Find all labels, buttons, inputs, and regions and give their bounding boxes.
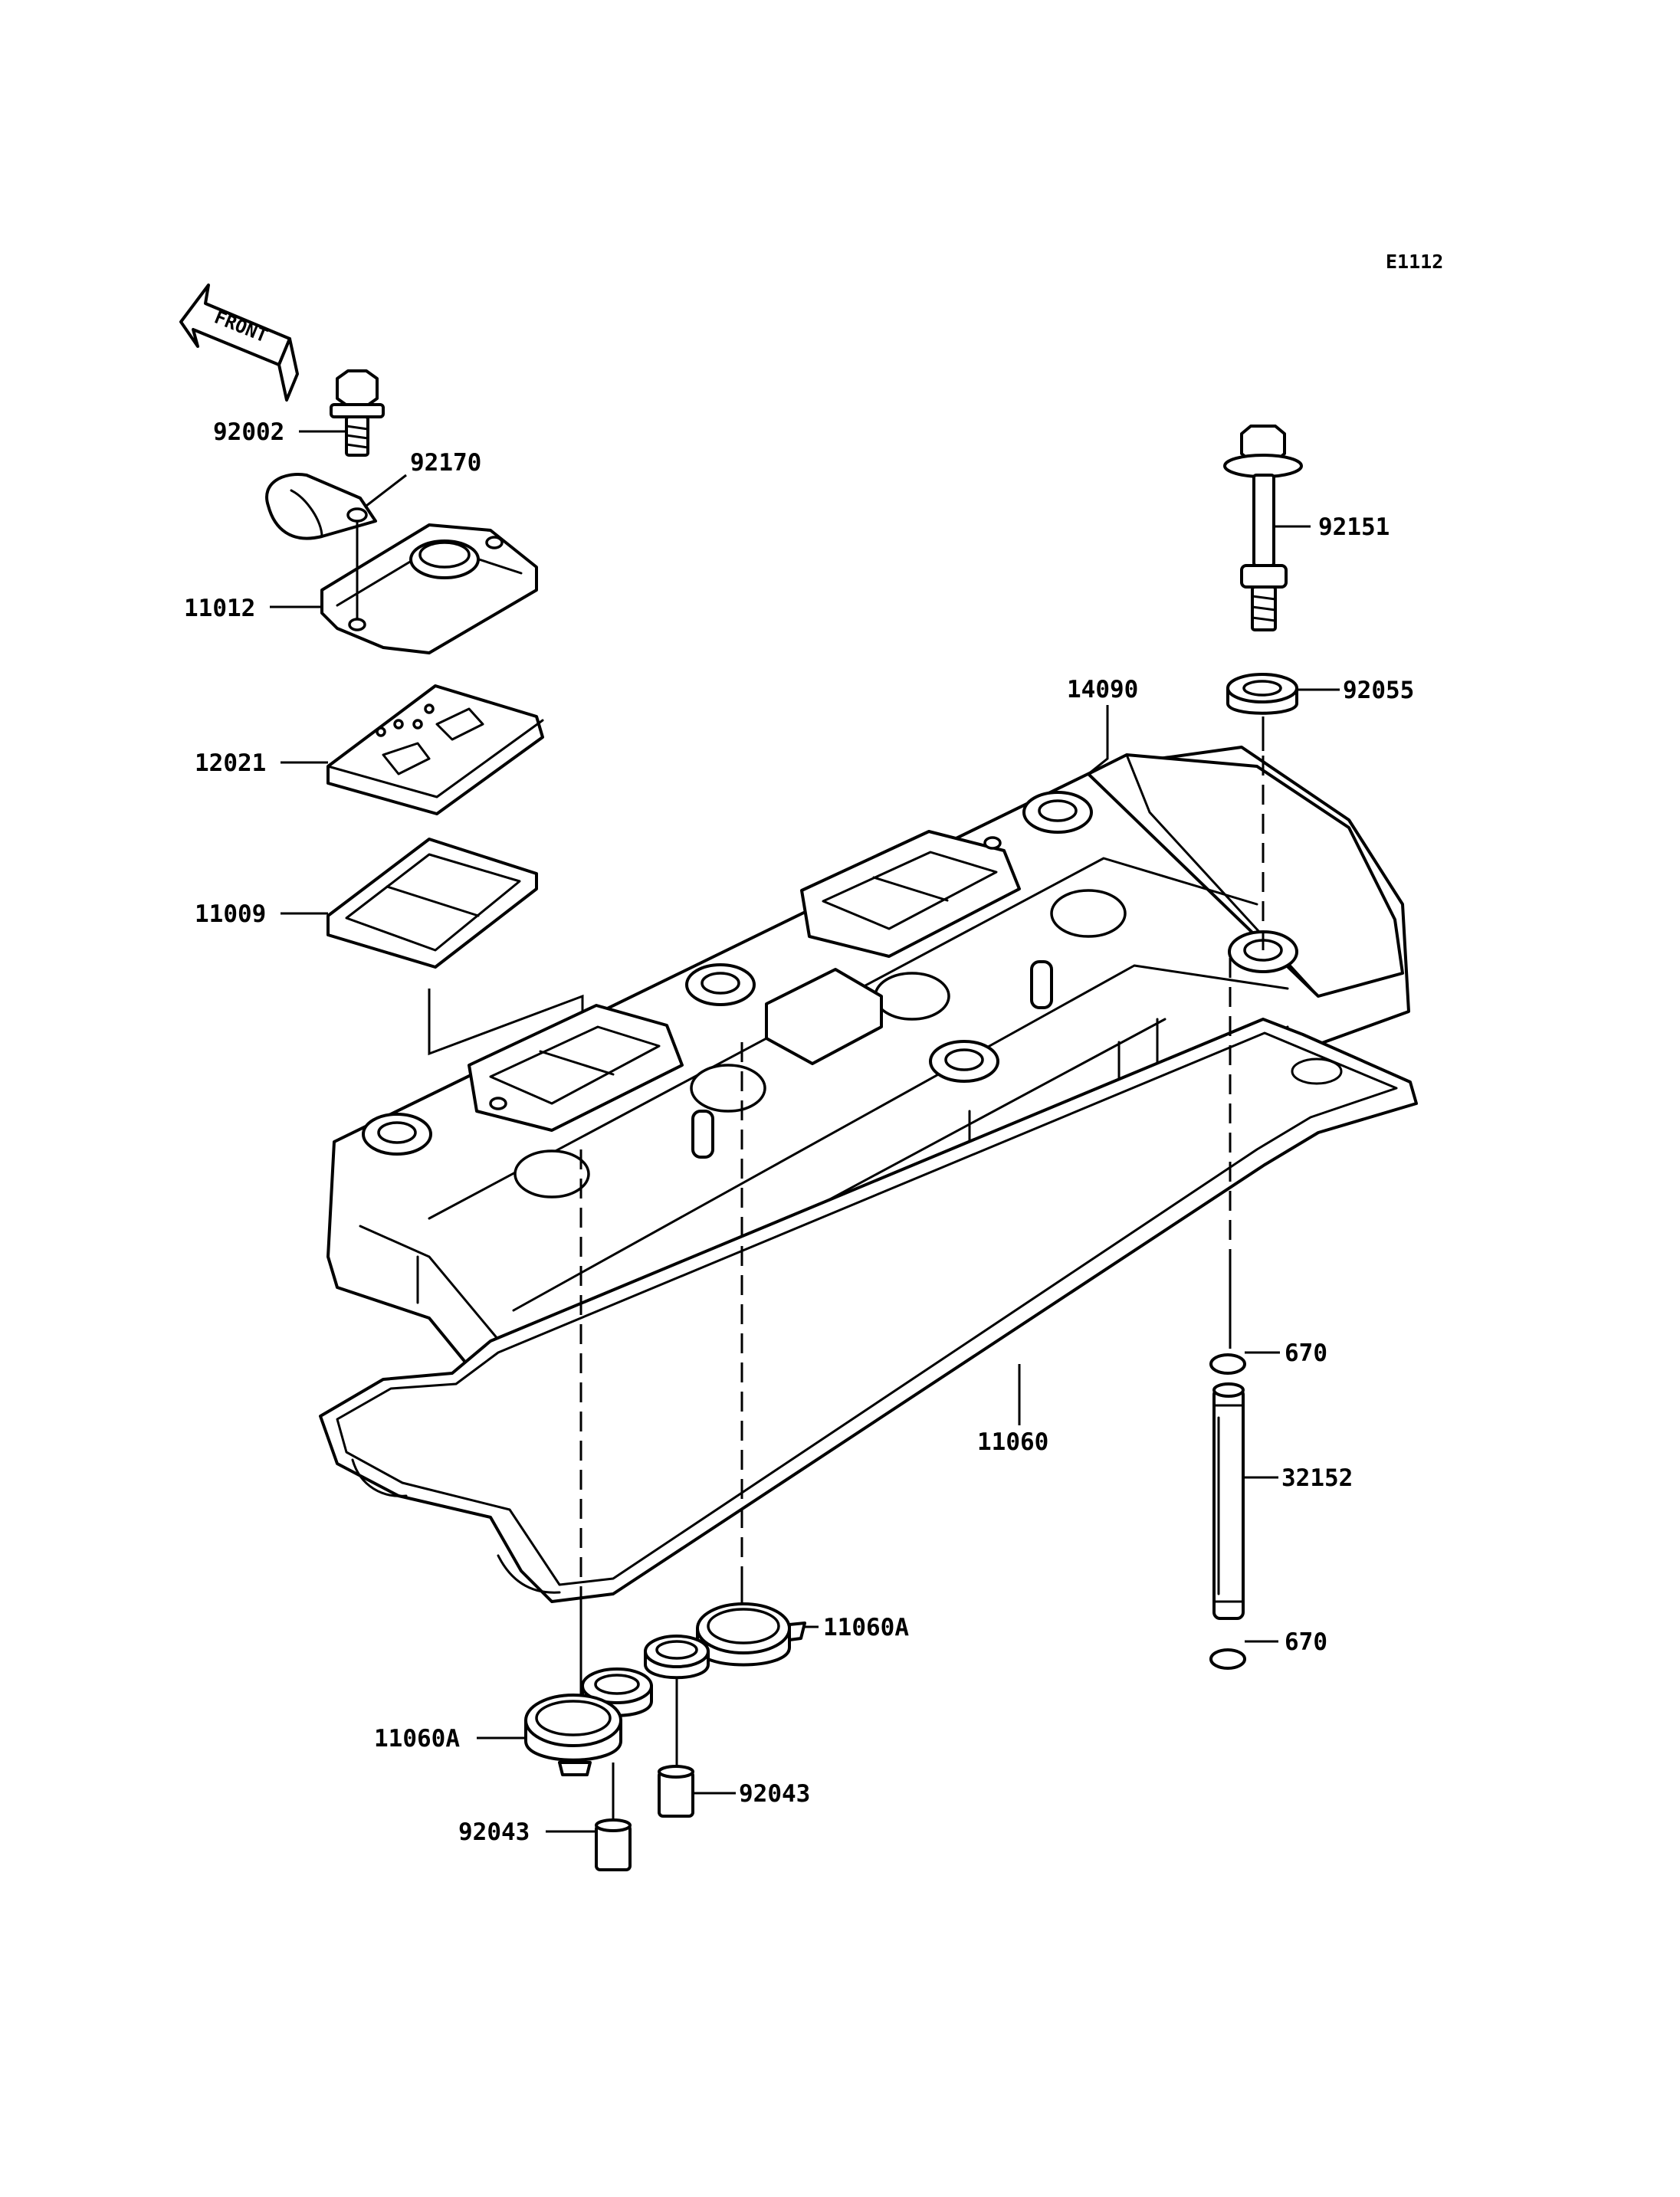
callout-11060: 11060 <box>977 1428 1048 1456</box>
callout-92151: 92151 <box>1318 513 1390 541</box>
front-direction-arrow: FRONT <box>179 284 299 402</box>
callout-32152: 32152 <box>1281 1464 1353 1492</box>
cylinder-head-cover-14090 <box>326 746 1410 1454</box>
callout-11009: 11009 <box>195 900 266 928</box>
dowel-pin-92043-right <box>658 1765 694 1818</box>
callout-92043-left: 92043 <box>458 1818 530 1846</box>
leader-lines <box>270 430 1340 1833</box>
cover-gasket-11060 <box>319 1018 1418 1603</box>
callout-11012: 11012 <box>184 595 255 622</box>
plug-gasket-11060A-left <box>524 1694 622 1776</box>
callout-670-lower: 670 <box>1285 1628 1327 1656</box>
callout-12021: 12021 <box>195 749 266 777</box>
assembly-dashed-lines <box>579 751 1265 1686</box>
callout-92170: 92170 <box>410 449 481 477</box>
dowel-pin-92043-left <box>595 1818 632 1871</box>
callout-670-upper: 670 <box>1285 1340 1327 1367</box>
grommet-92055 <box>1226 673 1298 715</box>
seal-ring-right <box>644 1635 710 1680</box>
bolt-92151 <box>1223 425 1303 631</box>
pipe-32152 <box>1212 1382 1245 1620</box>
o-ring-670-lower <box>1209 1648 1246 1670</box>
callout-11060A-left: 11060A <box>374 1725 460 1753</box>
callout-14090: 14090 <box>1067 676 1138 703</box>
callout-92002: 92002 <box>213 418 284 446</box>
plug-gasket-11060A-right <box>696 1602 806 1667</box>
clamp-92170 <box>265 473 377 540</box>
callout-11060A-right: 11060A <box>823 1614 909 1641</box>
plate-gasket-11009 <box>326 838 538 969</box>
callout-92055: 92055 <box>1343 677 1414 704</box>
bolt-92002 <box>330 369 385 457</box>
o-ring-670-upper <box>1209 1353 1246 1375</box>
diagram-code: E1112 <box>1386 251 1443 273</box>
breather-cover-11012 <box>320 523 538 654</box>
reed-plate-12021 <box>326 684 544 815</box>
callout-92043-right: 92043 <box>739 1780 810 1808</box>
